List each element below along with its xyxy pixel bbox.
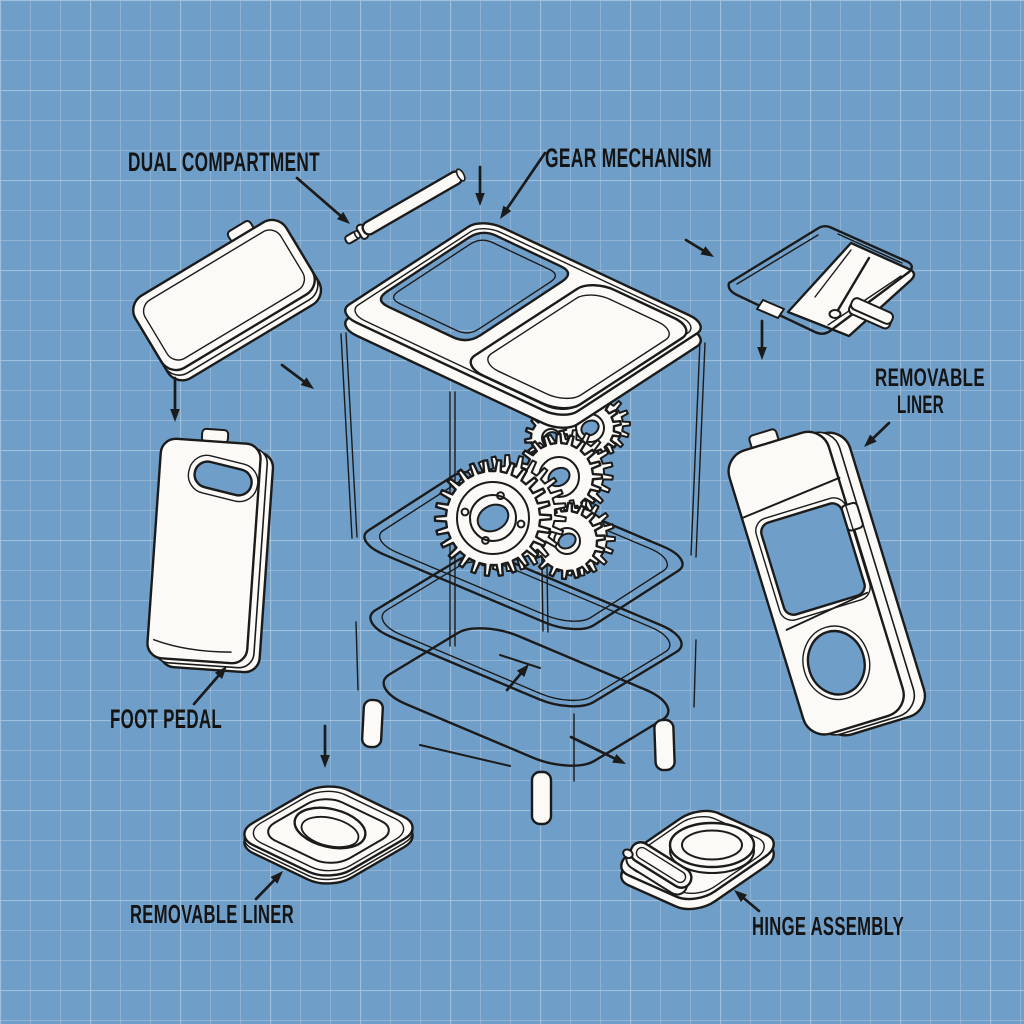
callout-arrow xyxy=(864,423,889,447)
label-hinge-assembly: HINGE ASSEMBLY xyxy=(752,911,904,941)
lid-frame-part xyxy=(729,226,914,336)
removable-liner-panel-part xyxy=(720,409,931,746)
lid-flap-part xyxy=(122,205,327,387)
push-rod-part xyxy=(344,167,467,244)
foot-pedal-part xyxy=(146,426,275,673)
removable-liner-base-part xyxy=(232,780,425,890)
gear-bolt-hole xyxy=(482,537,489,544)
callout-arrow xyxy=(297,178,350,224)
callout-arrow xyxy=(686,240,714,257)
callout-arrow xyxy=(500,153,545,219)
callout-arrow xyxy=(475,167,485,206)
callout-arrow xyxy=(757,321,767,360)
lid-open-slot xyxy=(381,233,568,340)
gear-bolt-hole xyxy=(462,509,469,516)
label-dual-compartment: DUAL COMPARTMENT xyxy=(128,147,320,177)
callout-labels: DUAL COMPARTMENT GEAR MECHANISM REMOVABL… xyxy=(110,143,985,941)
label-removable-liner-bottom: REMOVABLE LINER xyxy=(130,899,294,929)
bucket-legs xyxy=(362,700,675,824)
callout-arrow xyxy=(734,890,759,911)
gear-bolt-hole xyxy=(518,521,525,528)
gear-bolt-hole xyxy=(497,492,504,499)
callout-arrow xyxy=(571,737,626,764)
gear-bore xyxy=(556,531,578,552)
gear-bore xyxy=(473,499,513,536)
hinge-assembly-part xyxy=(610,805,785,915)
label-removable-liner-right-line1: REMOVABLE xyxy=(875,364,985,392)
gear-bore xyxy=(579,418,601,439)
callout-arrow xyxy=(256,871,283,899)
callout-arrow xyxy=(320,726,330,768)
callout-arrows xyxy=(170,153,889,911)
lid-closed-flap xyxy=(460,279,696,414)
callout-arrow xyxy=(194,666,227,704)
dual-compartment-lid xyxy=(336,218,710,433)
label-removable-liner-right-line2: LINER xyxy=(897,391,944,419)
label-gear-mechanism: GEAR MECHANISM xyxy=(545,143,712,173)
gear-mechanism-part xyxy=(430,391,633,582)
inner-bucket-part xyxy=(356,548,696,824)
callout-arrow xyxy=(170,378,180,422)
label-foot-pedal: FOOT PEDAL xyxy=(110,704,222,734)
callout-arrow xyxy=(507,664,529,690)
callout-arrow xyxy=(282,365,314,389)
